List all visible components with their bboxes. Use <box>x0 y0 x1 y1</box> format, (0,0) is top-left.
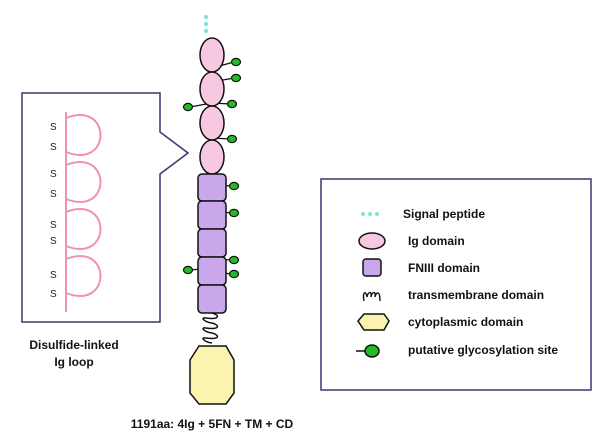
signal-peptide-icon <box>361 212 379 216</box>
ig-domain <box>199 105 225 141</box>
ig-domain-icon <box>358 232 386 250</box>
ss-label: S <box>50 220 57 231</box>
fniii-domains <box>197 173 227 314</box>
signal-peptide-dot <box>204 29 208 33</box>
fniii-domain <box>197 173 227 202</box>
legend-label-glycosylation: putative glycosylation site <box>408 343 558 357</box>
legend: Signal peptide Ig domain FNIII domain tr… <box>320 178 592 391</box>
inset-caption-line2: Ig loop <box>54 355 93 369</box>
glyco-site <box>226 99 238 109</box>
protein-chain <box>182 15 242 405</box>
ss-label: S <box>50 236 57 247</box>
fniii-domain <box>197 200 227 230</box>
glycosylation-icon <box>356 344 380 358</box>
ss-label: S <box>50 189 57 200</box>
ig-domain <box>199 37 225 73</box>
legend-label-transmembrane: transmembrane domain <box>408 288 544 302</box>
legend-label-ig-domain: Ig domain <box>408 234 465 248</box>
cytoplasmic-domain <box>189 345 235 405</box>
fniii-domain <box>197 284 227 314</box>
cytoplasmic-icon <box>357 313 390 331</box>
inset-loop-2 <box>65 161 102 203</box>
disulfide-labels: S S S S S S S S <box>50 122 57 300</box>
ss-label: S <box>50 169 57 180</box>
glyco-site <box>182 265 194 275</box>
ss-label: S <box>50 122 57 133</box>
domain-summary: 1191aa: 4Ig + 5FN + TM + CD <box>131 417 294 431</box>
ss-label: S <box>50 289 57 300</box>
legend-label-signal-peptide: Signal peptide <box>403 207 485 221</box>
inset-loops <box>65 112 102 312</box>
fniii-domain <box>197 256 227 286</box>
glyco-site <box>230 57 242 67</box>
signal-peptide <box>204 15 208 33</box>
ss-label: S <box>50 270 57 281</box>
signal-peptide-dot <box>204 15 208 19</box>
glyco-site <box>228 208 240 218</box>
inset-callout-frame <box>21 92 190 323</box>
glyco-site <box>228 269 240 279</box>
glyco-site <box>182 102 194 112</box>
ig-loop-inset: S S S S S S S S Disulfide-linked Ig loop <box>21 92 190 369</box>
signal-peptide-dot <box>204 22 208 26</box>
inset-caption-line1: Disulfide-linked <box>29 338 118 352</box>
fniii-domain <box>197 228 227 258</box>
transmembrane-icon <box>362 291 381 302</box>
inset-loop-3 <box>65 208 102 250</box>
ig-domains <box>199 37 225 175</box>
glycosylation-sites <box>182 57 242 279</box>
ig-domain <box>199 71 225 107</box>
fniii-domain-icon <box>362 258 382 277</box>
legend-label-fniii-domain: FNIII domain <box>408 261 480 275</box>
ig-domain <box>199 139 225 175</box>
ss-label: S <box>50 142 57 153</box>
glyco-site <box>228 255 240 265</box>
inset-loop-1 <box>65 114 102 156</box>
glyco-site <box>230 73 242 83</box>
inset-loop-4 <box>65 255 102 297</box>
legend-label-cytoplasmic: cytoplasmic domain <box>408 315 523 329</box>
glyco-site <box>226 134 238 144</box>
transmembrane-domain <box>202 312 219 344</box>
glyco-site <box>228 181 240 191</box>
